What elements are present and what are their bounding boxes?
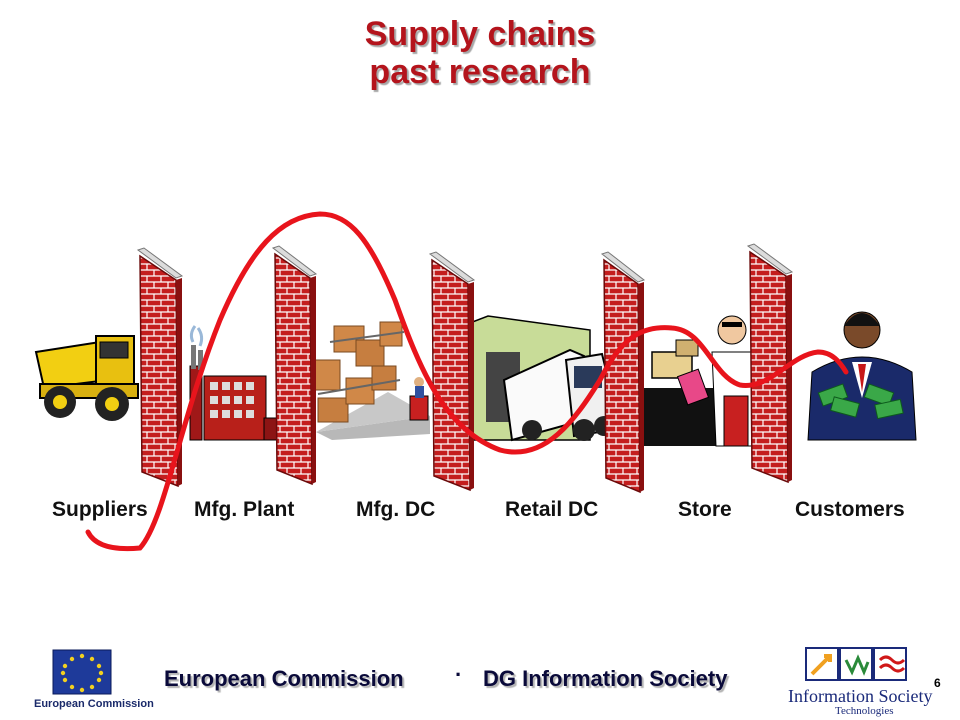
brick-wall-3 <box>428 251 476 492</box>
footer-separator: · <box>455 662 463 687</box>
footer-dg-information-society: DG Information Society <box>483 666 728 691</box>
slide-title-line2: past research <box>369 53 591 91</box>
brick-wall-4 <box>600 251 646 494</box>
customer-with-money-icon <box>807 311 917 441</box>
stage-label-retail-dc: Retail DC <box>505 498 599 521</box>
factory-icon <box>189 325 289 441</box>
stage-label-customers: Customers <box>795 498 905 521</box>
footer-european-commission: European Commission <box>164 666 404 691</box>
warehouse-shelves-icon <box>311 321 430 440</box>
brick-wall-5 <box>746 243 794 484</box>
slide-title-line1: Supply chains <box>364 15 596 53</box>
stage-label-mfg-plant: Mfg. Plant <box>194 498 295 521</box>
ist-logo-subtitle: Technologies <box>835 705 894 717</box>
stage-label-store: Store <box>678 498 732 521</box>
brick-wall-2 <box>271 245 318 486</box>
ec-logo-caption: European Commission <box>34 698 154 710</box>
information-society-logo <box>805 647 907 681</box>
distribution-center-truck-icon <box>461 315 614 442</box>
demand-fluctuation-curve <box>85 211 849 552</box>
european-commission-logo <box>52 649 112 695</box>
store-cashier-icon <box>640 315 757 447</box>
page-number: 6 <box>934 676 941 690</box>
brick-wall-1 <box>136 247 184 488</box>
dump-truck-icon <box>34 335 139 421</box>
stage-label-suppliers: Suppliers <box>52 498 148 521</box>
ist-logo-title: Information Society <box>788 686 933 706</box>
stage-label-mfg-dc: Mfg. DC <box>356 498 436 521</box>
